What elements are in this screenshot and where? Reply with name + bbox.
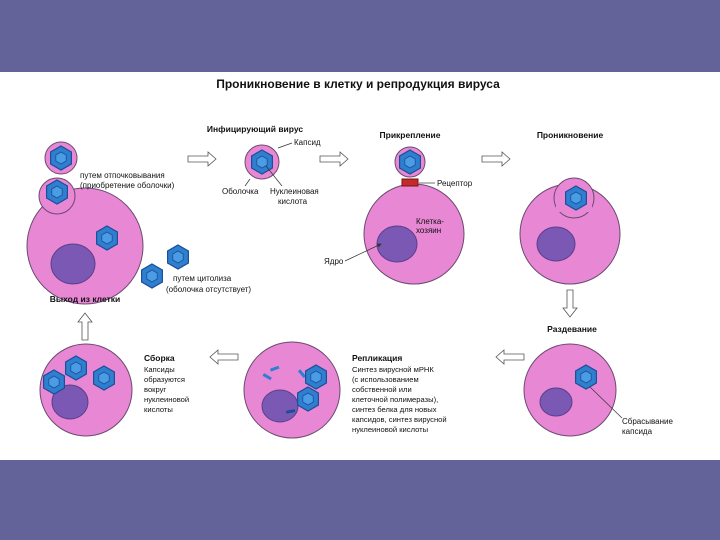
capsid-label: Капсид — [294, 138, 321, 147]
uncoating-cell — [523, 343, 617, 437]
arrow-left-1 — [495, 349, 525, 365]
arrow-up-1 — [77, 312, 93, 341]
arrow-right-3 — [481, 151, 511, 167]
uncoating-virus-icon — [574, 364, 598, 390]
released-naked-virus-icon — [141, 263, 163, 289]
cytolysis-label-1: путем цитолиза — [173, 274, 232, 283]
host-cell-label-1: Клетка- — [416, 217, 444, 226]
assembly-cell — [39, 343, 133, 437]
penetration-label: Проникновение — [537, 130, 604, 140]
budding-label-1: путем отпочковывания — [80, 171, 165, 180]
assembly-label: Сборка — [144, 353, 175, 363]
cytolysis-label-2: (оболочка отсутствует) — [166, 285, 251, 294]
svg-text:собственной или: собственной или — [352, 385, 412, 394]
nucleic-acid-label-2: кислота — [278, 197, 308, 206]
nucleus — [539, 387, 573, 417]
arrow-left-2 — [209, 349, 239, 365]
uncoating-label: Раздевание — [547, 324, 597, 334]
budding-label-2: (приобретение оболочки) — [80, 181, 175, 190]
capsid-shedding-label-2: капсида — [622, 427, 653, 436]
envelope-label: Оболочка — [222, 187, 259, 196]
new-capsid-icon — [305, 364, 327, 390]
replication-cell — [243, 341, 341, 439]
assembly-text: Капсиды образуются вокруг нуклеиновой ки… — [144, 365, 189, 414]
attachment-cell — [363, 146, 465, 285]
infecting-virus-label: Инфицирующий вирус — [207, 124, 303, 134]
assembled-virus-icon — [42, 369, 66, 395]
svg-text:(с использованием: (с использованием — [352, 375, 419, 384]
svg-text:вокруг: вокруг — [144, 385, 166, 394]
virus-replication-diagram: Проникновение в клетку и репродукция вир… — [26, 77, 674, 439]
arrow-right-2 — [319, 151, 349, 167]
receptor-label: Рецептор — [437, 179, 473, 188]
receptor — [401, 178, 419, 187]
replication-label: Репликация — [352, 353, 402, 363]
nucleus — [51, 384, 89, 420]
exit-cell-label: Выход из клетки — [50, 294, 120, 304]
replication-text: Синтез вирусной мРНК (с использованием с… — [352, 365, 447, 434]
nucleus — [261, 389, 299, 423]
svg-text:образуются: образуются — [144, 375, 185, 384]
released-naked-virus-icon — [167, 244, 189, 270]
capsid-shedding-label-1: Сбрасывание — [622, 417, 674, 426]
svg-text:Синтез вирусной мРНК: Синтез вирусной мРНК — [352, 365, 434, 374]
arrow-down-1 — [562, 289, 578, 318]
virus-particle-icon — [95, 225, 119, 251]
released-enveloped-virus — [44, 141, 78, 175]
svg-text:капсидов, синтез вирусной: капсидов, синтез вирусной — [352, 415, 447, 424]
arrow-right-1 — [187, 151, 217, 167]
nucleic-acid-label-1: Нуклеиновая — [270, 187, 319, 196]
nucleus-label: Ядро — [324, 257, 344, 266]
slide: Проникновение в клетку и репродукция вир… — [0, 72, 720, 460]
nucleus — [536, 226, 576, 262]
nucleus — [50, 243, 96, 285]
process-arrows — [77, 151, 578, 365]
new-capsid-icon — [297, 386, 319, 412]
assembled-virus-icon — [92, 365, 116, 391]
svg-text:нуклеиновой: нуклеиновой — [144, 395, 189, 404]
exit-cell — [26, 177, 144, 305]
svg-text:кислоты: кислоты — [144, 405, 173, 414]
penetration-cell — [519, 177, 621, 285]
svg-text:Капсиды: Капсиды — [144, 365, 175, 374]
svg-text:клеточной полимеразы),: клеточной полимеразы), — [352, 395, 438, 404]
penetrating-virus-icon — [564, 185, 588, 211]
host-cell-label-2: хозяин — [416, 226, 441, 235]
nucleus — [376, 225, 418, 263]
svg-text:нуклеиновой кислоты: нуклеиновой кислоты — [352, 425, 428, 434]
attachment-label: Прикрепление — [380, 130, 441, 140]
infecting-virus — [244, 144, 280, 180]
assembled-virus-icon — [64, 355, 88, 381]
svg-text:синтез белка для новых: синтез белка для новых — [352, 405, 437, 414]
diagram-title: Проникновение в клетку и репродукция вир… — [216, 77, 500, 91]
budding-virus-icon — [45, 179, 69, 205]
